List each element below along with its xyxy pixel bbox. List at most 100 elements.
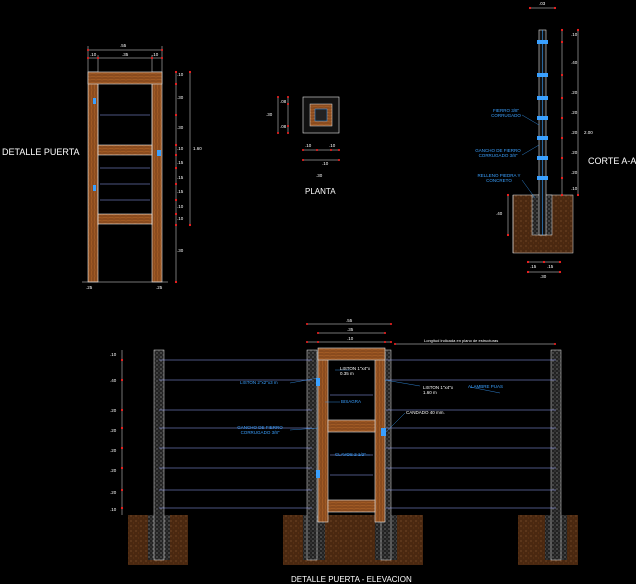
door-rdim-3: .10 (177, 146, 184, 151)
section-dim-tick (506, 233, 510, 237)
elevation-dim-tick (120, 426, 124, 430)
elev-span-note: Longitud indicada en plano de estructura… (424, 338, 499, 343)
section-wire-hook (537, 136, 548, 140)
door-rdim-1: .30 (177, 95, 184, 100)
section-dim-tick (560, 28, 564, 32)
door-rdim-8: .10 (177, 216, 184, 221)
door-rdim-6: .15 (177, 189, 184, 194)
section-dim-tick (553, 6, 557, 10)
section-dim-tick (528, 6, 532, 10)
plan-bdim-2: .10 (322, 161, 329, 166)
elev-note-clavos: CLAVOS 2 1/2" (335, 452, 366, 457)
door-top-rail (87, 71, 163, 85)
elevation-dim-tick (120, 358, 124, 362)
door-dim-tick (188, 70, 192, 74)
door-base-right: .25 (156, 285, 163, 290)
door-dim-right: .10 (152, 52, 159, 57)
title-detalle-puerta: DETALLE PUERTA (2, 147, 80, 157)
door-dim-tick (174, 70, 178, 74)
section-rdim-1: .40 (571, 60, 578, 65)
elev-note-bisagra: BISAGRA (341, 399, 362, 404)
door-rdim-9: .30 (177, 248, 184, 253)
section-bdim-0: .15 (530, 264, 537, 269)
elev-ldim-3: .20 (110, 428, 117, 433)
section-note-gancho: GANCHO DE FIERRO CORRUGADO 3/8" (475, 148, 521, 158)
elev-note-liston-mid: LISTON 1"x4"x 0.35 m (340, 366, 371, 376)
elevation-dim-tick (120, 488, 124, 492)
section-wire-hook (537, 176, 548, 180)
section-dim-tick (558, 260, 562, 264)
section-dim-tick (560, 193, 564, 197)
section-dim-tick (576, 28, 580, 32)
door-dim-tick (174, 212, 178, 216)
section-bdim-2: .30 (540, 274, 547, 279)
section-note-relleno: RELLENO PIEDRA Y CONCRETO (477, 173, 521, 183)
section-rdim-5: .20 (571, 150, 578, 155)
elevation-dim-tick (120, 466, 124, 470)
plan-ldim-1: .30 (266, 112, 273, 117)
door-dim-tick (174, 143, 178, 147)
door-rdim-0: .10 (177, 72, 184, 77)
elev-note-liston-left: LISTON 2"x2"x3 m (240, 380, 278, 385)
elev-tdim-1: .35 (347, 327, 354, 332)
door-dim-left: .10 (90, 52, 97, 57)
door-rdim-2: .30 (177, 125, 184, 130)
section-drawing (506, 6, 580, 274)
section-dim-tick (560, 156, 564, 160)
plan-bdim-1: .10 (329, 143, 336, 148)
door-dim-tick (174, 153, 178, 157)
section-bdim-1: .15 (547, 264, 554, 269)
section-dim-tick (560, 116, 564, 120)
plan-ldim-0: .08 (280, 99, 287, 104)
section-wire-hook (537, 116, 548, 120)
section-wire-hook (537, 96, 548, 100)
door-dim-tick (174, 113, 178, 117)
elev-ldim-7: .10 (110, 507, 117, 512)
plan-ldim-2: .08 (280, 124, 287, 129)
elevation-dim-tick (120, 378, 124, 382)
door-dim-tick (188, 223, 192, 227)
section-rdim-4: .20 (571, 130, 578, 135)
section-rdim-3: .20 (571, 110, 578, 115)
door-detail-drawing (82, 46, 192, 284)
plan-bdim-3: .30 (316, 173, 323, 178)
elev-ldim-4: .20 (110, 448, 117, 453)
door-dim-tick (174, 182, 178, 186)
section-wire-hook (537, 40, 548, 44)
section-dim-tick (560, 40, 564, 44)
section-dim-tick (560, 73, 564, 77)
section-wire-hook (537, 156, 548, 160)
section-dim-tick (542, 260, 546, 264)
elevation-post-left (153, 349, 165, 561)
elev-note-candado: CANDADO 40 mm. (406, 410, 445, 415)
plan-bdim-0: .10 (305, 143, 312, 148)
door-rdim-5: .15 (177, 175, 184, 180)
section-dim-tick (560, 96, 564, 100)
door-post-right (151, 71, 163, 283)
door-dim-total-width: .55 (120, 43, 127, 48)
plan-drawing (277, 96, 340, 161)
section-footing-dim: .40 (496, 211, 503, 216)
door-bottom-rail (97, 213, 153, 225)
section-rdim-7: .10 (571, 186, 578, 191)
elev-ldim-0: .10 (110, 352, 117, 357)
section-dim-tick (560, 136, 564, 140)
section-rdim-2: .20 (571, 90, 578, 95)
door-total-height: 1.60 (193, 146, 202, 151)
door-dim-tick (174, 223, 178, 227)
section-dim-tick (576, 193, 580, 197)
door-rdim-7: .10 (177, 204, 184, 209)
section-dim-tick (558, 270, 562, 274)
elev-ldim-5: .20 (110, 468, 117, 473)
section-wire-hook (537, 73, 548, 77)
door-mid-rail (97, 144, 153, 156)
door-dim-mid: .35 (122, 52, 129, 57)
section-top-dim: .03 (539, 1, 546, 6)
elevation-post-right (550, 349, 562, 561)
elev-ldim-1: .40 (110, 378, 117, 383)
section-dim-tick (506, 193, 510, 197)
title-planta: PLANTA (305, 187, 336, 196)
title-corte: CORTE A-A (588, 156, 636, 166)
door-dim-tick (174, 82, 178, 86)
